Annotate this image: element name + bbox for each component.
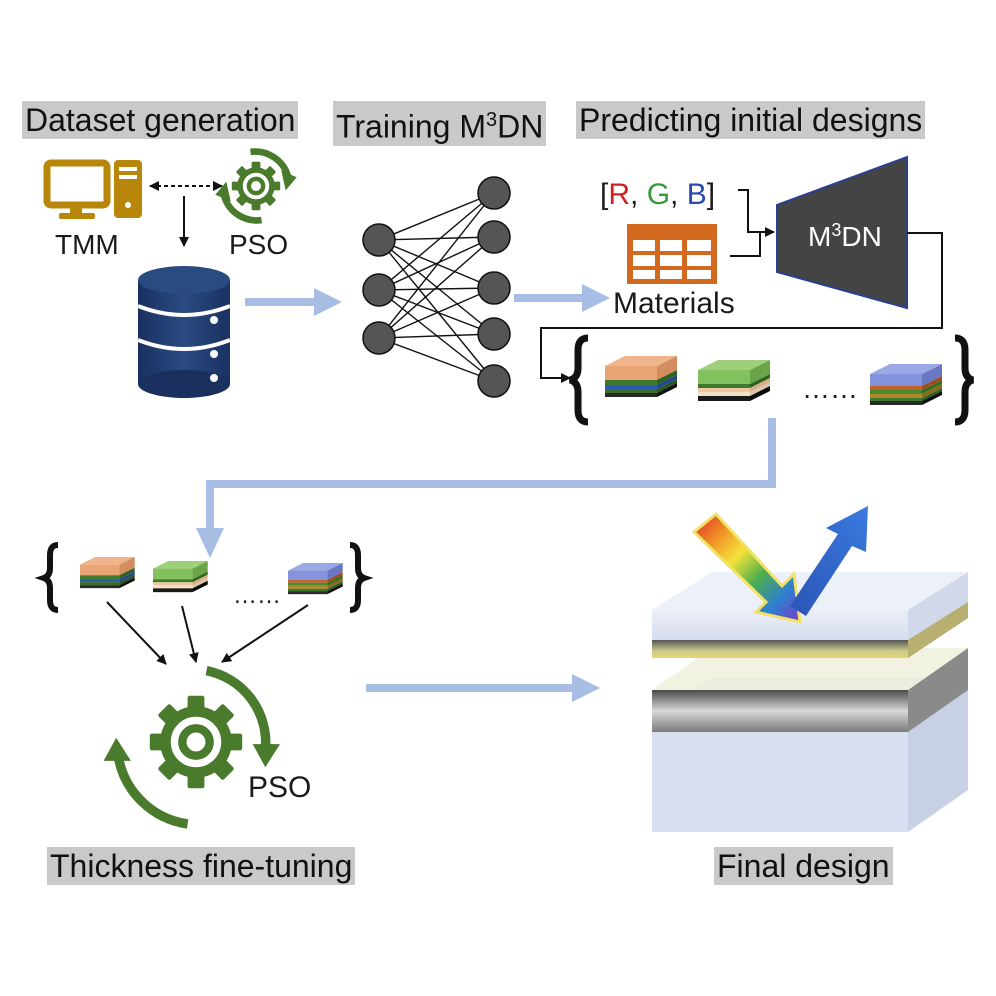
nn-connection (378, 333, 495, 339)
reflected-light-arrow (790, 506, 868, 616)
title-predicting: Predicting initial designs (576, 101, 926, 139)
bottom-set-right-brace (349, 542, 374, 613)
pso-large-label: PSO (248, 771, 311, 804)
bottom-set-ellipsis: …… (233, 582, 281, 609)
bottom-set-left-brace (34, 542, 59, 613)
nn-connection (378, 239, 495, 382)
tmm-label: TMM (55, 229, 119, 260)
materials-label: Materials (613, 287, 735, 320)
small-gear-icon (215, 148, 297, 224)
bottom-stack-blue (288, 563, 343, 595)
flow-arrow-db-to-nn (245, 288, 342, 316)
rgb-b: B (687, 178, 707, 211)
model-label: M3DN (808, 220, 882, 252)
rgb-r: R (608, 178, 630, 211)
top-stack-green (698, 360, 770, 401)
title-training-sup: 3 (485, 109, 498, 131)
model-block (776, 155, 908, 310)
flow-arrow-predict-to-finetune (196, 418, 776, 558)
nn-connection (378, 289, 495, 335)
rgb-sep-1: , (630, 178, 647, 211)
model-output-connector (540, 232, 943, 383)
neural-network (362, 176, 511, 398)
top-stack-blue (870, 364, 942, 405)
title-training-prefix: Training M (336, 108, 486, 145)
bottom-stack-orange (80, 557, 135, 589)
nn-connection (378, 192, 495, 241)
arrow-stack3-to-gear (221, 604, 309, 663)
rgb-vector: [R, G, B] (600, 178, 715, 211)
top-set-right-brace (954, 334, 975, 426)
flow-arrow-finetune-to-final (366, 674, 600, 702)
nn-neuron (362, 273, 396, 307)
nn-connection (378, 192, 495, 291)
nn-neuron (477, 317, 511, 351)
database-icon (137, 266, 231, 398)
title-fine-tuning: Thickness fine-tuning (47, 847, 356, 885)
rgb-to-model-connector (738, 189, 775, 237)
top-stack-orange (605, 356, 677, 397)
nn-connection (378, 236, 495, 241)
nn-neuron (477, 176, 511, 210)
nn-neuron (477, 220, 511, 254)
computer-icon (43, 159, 142, 219)
final-design-structure (652, 572, 968, 832)
top-set-ellipsis: …… (802, 373, 858, 404)
model-label-prefix: M (808, 221, 831, 252)
large-gear-icon (103, 665, 280, 829)
model-label-suffix: DN (841, 221, 881, 252)
nn-connection (378, 236, 495, 291)
materials-to-model-connector (730, 232, 761, 257)
rgb-sep-2: , (670, 178, 687, 211)
nn-neuron (362, 321, 396, 355)
nn-neuron (477, 364, 511, 398)
nn-connection (378, 287, 495, 339)
model-label-sup: 3 (831, 220, 841, 240)
title-training-suffix: DN (497, 108, 544, 145)
title-dataset-generation: Dataset generation (22, 101, 299, 139)
materials-table-icon (627, 224, 717, 284)
nn-connection (378, 192, 495, 339)
nn-neuron (362, 223, 396, 257)
bottom-stack-green (153, 561, 208, 593)
pso-small-label: PSO (229, 229, 288, 260)
nn-connection (378, 337, 495, 382)
nn-neuron (477, 271, 511, 305)
flow-arrow-nn-to-predict (514, 284, 610, 312)
arrow-stack2-to-gear (181, 605, 199, 663)
rgb-g: G (647, 178, 670, 211)
rgb-open-bracket: [ (600, 178, 609, 211)
rgb-close-bracket: ] (707, 178, 715, 211)
top-set-left-brace (568, 334, 589, 426)
title-final-design: Final design (714, 847, 893, 885)
nn-connection (378, 287, 495, 291)
nn-connection (378, 236, 495, 339)
arrow-stack1-to-gear (106, 601, 167, 665)
title-training: Training M3DN (333, 101, 547, 146)
